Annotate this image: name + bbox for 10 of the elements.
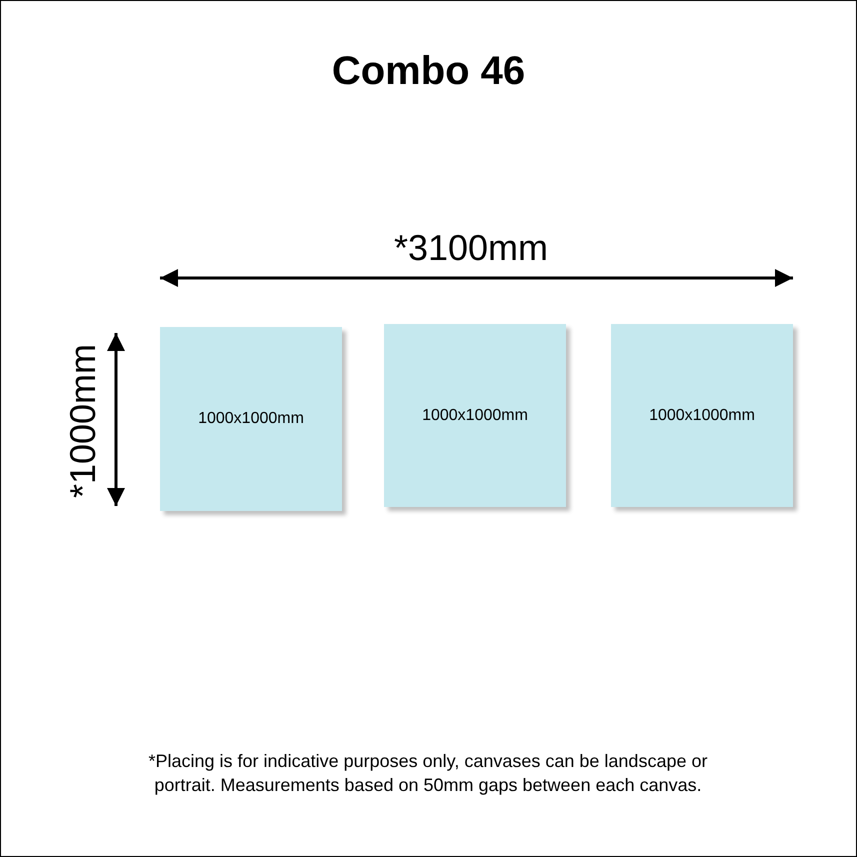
dimension-label: *1000mm (63, 342, 103, 500)
canvas-panel (160, 327, 342, 511)
caption: *Placing is for indicative purposes only, canvases can be landscape or portrait. Measurements based on 50mm gaps between each canvas. (148, 750, 708, 797)
size-label: 1000x1000mm (198, 410, 304, 428)
size-label: 1000x1000mm (649, 406, 755, 424)
dimension-label: *3100mm (392, 227, 550, 269)
canvas-panel (611, 324, 793, 507)
title: Combo 46 (330, 49, 526, 94)
canvas-panel (384, 324, 566, 507)
size-label: 1000x1000mm (422, 406, 528, 424)
